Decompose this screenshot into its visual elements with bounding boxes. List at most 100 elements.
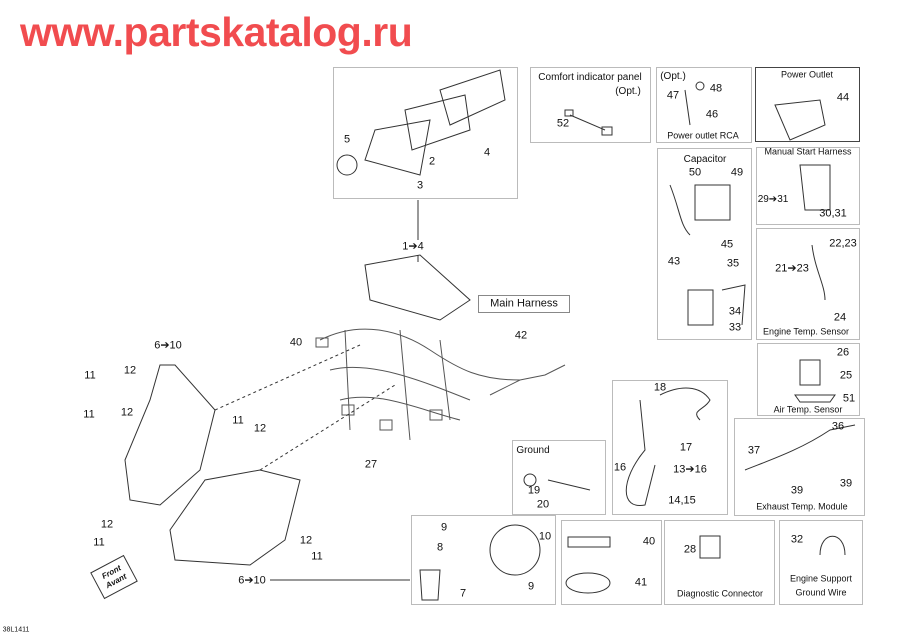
main-harness-title-box [478,295,570,313]
main-harness-title: Main Harness [490,297,558,310]
callout: 39 [839,477,853,490]
callout: 34 [728,305,742,318]
callout: 36 [831,420,845,433]
callout: 2 [428,155,436,168]
callout: 40 [642,535,656,548]
callout: 28 [683,543,697,556]
engine-ground-box [779,520,863,605]
callout: 45 [720,238,734,251]
callout: 9 [527,580,535,593]
callout: 25 [839,369,853,382]
callout: 26 [836,346,850,359]
dess-key-box [612,380,728,515]
callout: 51 [842,392,856,405]
small-parts [419,81,856,601]
air-temp-title: Air Temp. Sensor [773,404,843,415]
callout: 11 [311,550,323,563]
callout: 16 [613,461,627,474]
callout: 3 [416,179,424,192]
manual-start-title: Manual Start Harness [764,146,852,157]
callout: 4 [483,146,491,159]
headlight-right [169,469,301,566]
callout: 24 [833,311,847,324]
comfort-panel-title: Comfort indicator panel [538,72,642,83]
callout: 49 [730,166,744,179]
diagram-code: 38L1411 [2,626,30,634]
rca-opt: (Opt.) [660,71,686,82]
callout: 9 [440,521,448,534]
callout: 46 [705,108,719,121]
engine-ground-title-1: Engine Support [789,573,853,584]
callout: 11 [83,408,95,421]
comfort-panel-box [530,67,651,143]
leader-line [259,384,396,471]
rca-title: Power outlet RCA [667,130,739,141]
main-harness-wiring [315,328,566,441]
manual-start-box [756,147,860,225]
exhaust-temp-box [734,418,865,516]
callout: 33 [728,321,742,334]
callout: 52 [556,117,570,130]
watermark: www.partskatalog.ru [20,9,413,55]
callout: 6➔10 [154,339,182,352]
ground-title: Ground [516,445,550,456]
callout: 21➔23 [775,262,809,275]
callout: 12 [299,534,313,547]
callout: 47 [666,89,680,102]
callout: 42 [514,329,528,342]
callout: 29➔31 [757,194,789,205]
callout: 44 [836,91,850,104]
power-outlet-box [755,67,860,142]
callout: 6➔10 [238,574,266,587]
grease-box [561,520,662,605]
engine-temp-title: Engine Temp. Sensor [763,326,849,337]
callout: 18 [653,381,667,394]
callout: 20 [536,498,550,511]
callout: 5 [343,133,351,146]
callout: 13➔16 [673,463,707,476]
callout: 19 [527,484,541,497]
callout: 12 [253,422,267,435]
callout: 27 [364,458,378,471]
headlight-left [124,364,216,506]
bulbs-box [411,515,556,605]
callout: 30,31 [819,207,847,220]
air-temp-box [757,343,860,416]
power-outlet-title: Power Outlet [780,69,834,80]
capacitor-box [657,148,752,340]
gauge-cluster-box [333,67,518,199]
callout: 7 [459,587,467,600]
callout: 11 [84,369,96,382]
diagnostic-title: Diagnostic Connector [676,588,764,599]
callout: 12 [123,364,137,377]
dashboard-cluster [364,254,471,321]
callout: 11 [232,414,244,427]
engine-temp-box [756,228,860,340]
callout: 32 [790,533,804,546]
callout: 14,15 [668,494,696,507]
ground-box [512,440,606,515]
leader-line [214,344,361,411]
gauge-cluster-exploded [336,69,506,176]
callout: 40 [289,336,303,349]
callout: 11 [93,536,105,549]
callout: 10 [538,530,552,543]
callout: 43 [667,255,681,268]
callout: 12 [100,518,114,531]
callout: 8 [436,541,444,554]
callout: 37 [747,444,761,457]
comfort-panel-opt: (Opt.) [615,86,641,97]
callout: 48 [709,82,723,95]
power-outlet-rca-box [656,67,752,143]
capacitor-title: Capacitor [683,154,727,165]
callout: 50 [688,166,702,179]
exhaust-title: Exhaust Temp. Module [756,501,848,512]
callout: 41 [634,576,648,589]
callout: 12 [120,406,134,419]
callout: 17 [679,441,693,454]
engine-ground-title-2: Ground Wire [795,587,847,598]
callout: 1➔4 [402,240,424,253]
callout: 39 [790,484,804,497]
